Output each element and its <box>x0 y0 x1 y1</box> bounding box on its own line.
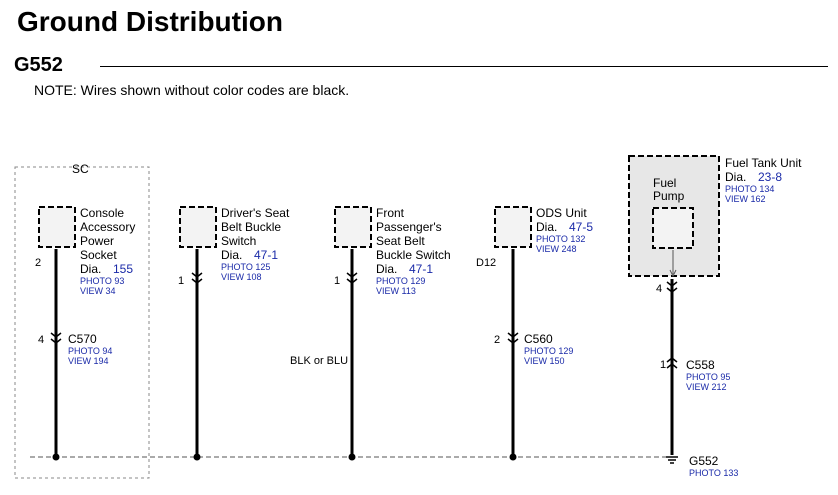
front-passenger-seat-belt-buckle-switch[interactable]: Front Passenger's Seat Belt Buckle Switc… <box>334 206 451 296</box>
pin-label: 2 <box>35 257 41 269</box>
driver-seat-belt-buckle-switch[interactable]: Driver's Seat Belt Buckle Switch Dia. 47… <box>179 206 290 282</box>
dia-link[interactable]: 47-1 <box>409 262 433 276</box>
connector-pin: 1 <box>660 359 666 371</box>
note-text: NOTE: Wires shown without color codes ar… <box>34 82 350 98</box>
photo-ref[interactable]: PHOTO 129 <box>376 276 425 286</box>
view-ref[interactable]: VIEW 248 <box>536 244 577 254</box>
component-name-line: Power <box>80 234 114 248</box>
component-name-line: Accessory <box>80 220 135 234</box>
splice-point <box>348 453 356 461</box>
component-name-line: Passenger's <box>376 220 442 234</box>
photo-ref[interactable]: PHOTO 132 <box>536 234 585 244</box>
connector-photo-ref[interactable]: PHOTO 94 <box>68 346 112 356</box>
pin-label: 1 <box>334 275 340 287</box>
ground-symbol <box>666 456 678 464</box>
dia-prefix: Dia. <box>221 248 242 262</box>
component-name-line: Belt Buckle <box>221 220 281 234</box>
component-name-line: Buckle Switch <box>376 248 451 262</box>
connector-symbol <box>507 332 519 344</box>
component-box <box>179 206 217 248</box>
section-divider <box>100 66 828 67</box>
connector-symbol <box>50 332 62 344</box>
dia-link[interactable]: 47-1 <box>254 248 278 262</box>
component-name-line: Console <box>80 206 124 220</box>
component-name-line: Socket <box>80 248 117 262</box>
inner-label-line: Pump <box>653 189 685 203</box>
section-title: G552 <box>14 54 63 76</box>
ground-name: G552 <box>689 454 719 468</box>
splice-point <box>52 453 60 461</box>
dia-prefix: Dia. <box>80 262 101 276</box>
fuel-pump-box <box>652 207 694 249</box>
internal-arrow <box>669 269 677 278</box>
dia-link[interactable]: 23-8 <box>758 170 782 184</box>
dia-link[interactable]: 47-5 <box>569 220 593 234</box>
console-accessory-power-socket[interactable]: Console Accessory Power Socket Dia. 155 … <box>38 206 135 296</box>
sc-boundary <box>14 166 150 479</box>
component-box <box>38 206 76 248</box>
connector-view-ref[interactable]: VIEW 150 <box>524 356 565 366</box>
photo-ref[interactable]: PHOTO 125 <box>221 262 270 272</box>
dia-prefix: Dia. <box>536 220 557 234</box>
connector-pin: 4 <box>38 334 44 346</box>
connector-view-ref[interactable]: VIEW 212 <box>686 382 727 392</box>
connector-photo-ref[interactable]: PHOTO 95 <box>686 372 730 382</box>
connector-name: C570 <box>68 332 97 346</box>
dia-prefix: Dia. <box>376 262 397 276</box>
component-name-line: Driver's Seat <box>221 206 290 220</box>
component-name-line: Front <box>376 206 405 220</box>
component-name-line: Fuel Tank Unit <box>725 156 802 170</box>
connector-name: C558 <box>686 358 715 372</box>
view-ref[interactable]: VIEW 162 <box>725 194 766 204</box>
connector-photo-ref[interactable]: PHOTO 129 <box>524 346 573 356</box>
dia-link[interactable]: 155 <box>113 262 133 276</box>
splice-point <box>509 453 517 461</box>
pin-label: 4 <box>656 283 662 295</box>
component-box <box>494 206 532 248</box>
component-name-line: ODS Unit <box>536 206 587 220</box>
connector-view-ref[interactable]: VIEW 194 <box>68 356 109 366</box>
connector-pin: 2 <box>494 334 500 346</box>
fuel-tank-unit[interactable]: Fuel Pump Fuel Tank Unit Dia. 23-8 PHOTO… <box>628 155 802 278</box>
dia-prefix: Dia. <box>725 170 746 184</box>
wire-color-label: BLK or BLU <box>290 355 348 367</box>
photo-ref[interactable]: PHOTO 93 <box>80 276 124 286</box>
component-box <box>334 206 372 248</box>
splice-point <box>193 453 201 461</box>
pin-label: D12 <box>476 257 496 269</box>
view-ref[interactable]: VIEW 34 <box>80 286 116 296</box>
view-ref[interactable]: VIEW 108 <box>221 272 262 282</box>
pin-label: 1 <box>178 275 184 287</box>
inner-label-line: Fuel <box>653 176 676 190</box>
connector-name: C560 <box>524 332 553 346</box>
ods-unit[interactable]: ODS Unit Dia. 47-5 PHOTO 132 VIEW 248 <box>494 206 593 254</box>
view-ref[interactable]: VIEW 113 <box>376 286 416 296</box>
connector-symbol <box>666 357 678 369</box>
component-name-line: Seat Belt <box>376 234 425 248</box>
ground-photo-ref[interactable]: PHOTO 133 <box>689 468 738 478</box>
component-name-line: Switch <box>221 234 256 248</box>
photo-ref[interactable]: PHOTO 134 <box>725 184 774 194</box>
sc-label: SC <box>72 162 89 176</box>
page-title: Ground Distribution <box>17 6 283 37</box>
